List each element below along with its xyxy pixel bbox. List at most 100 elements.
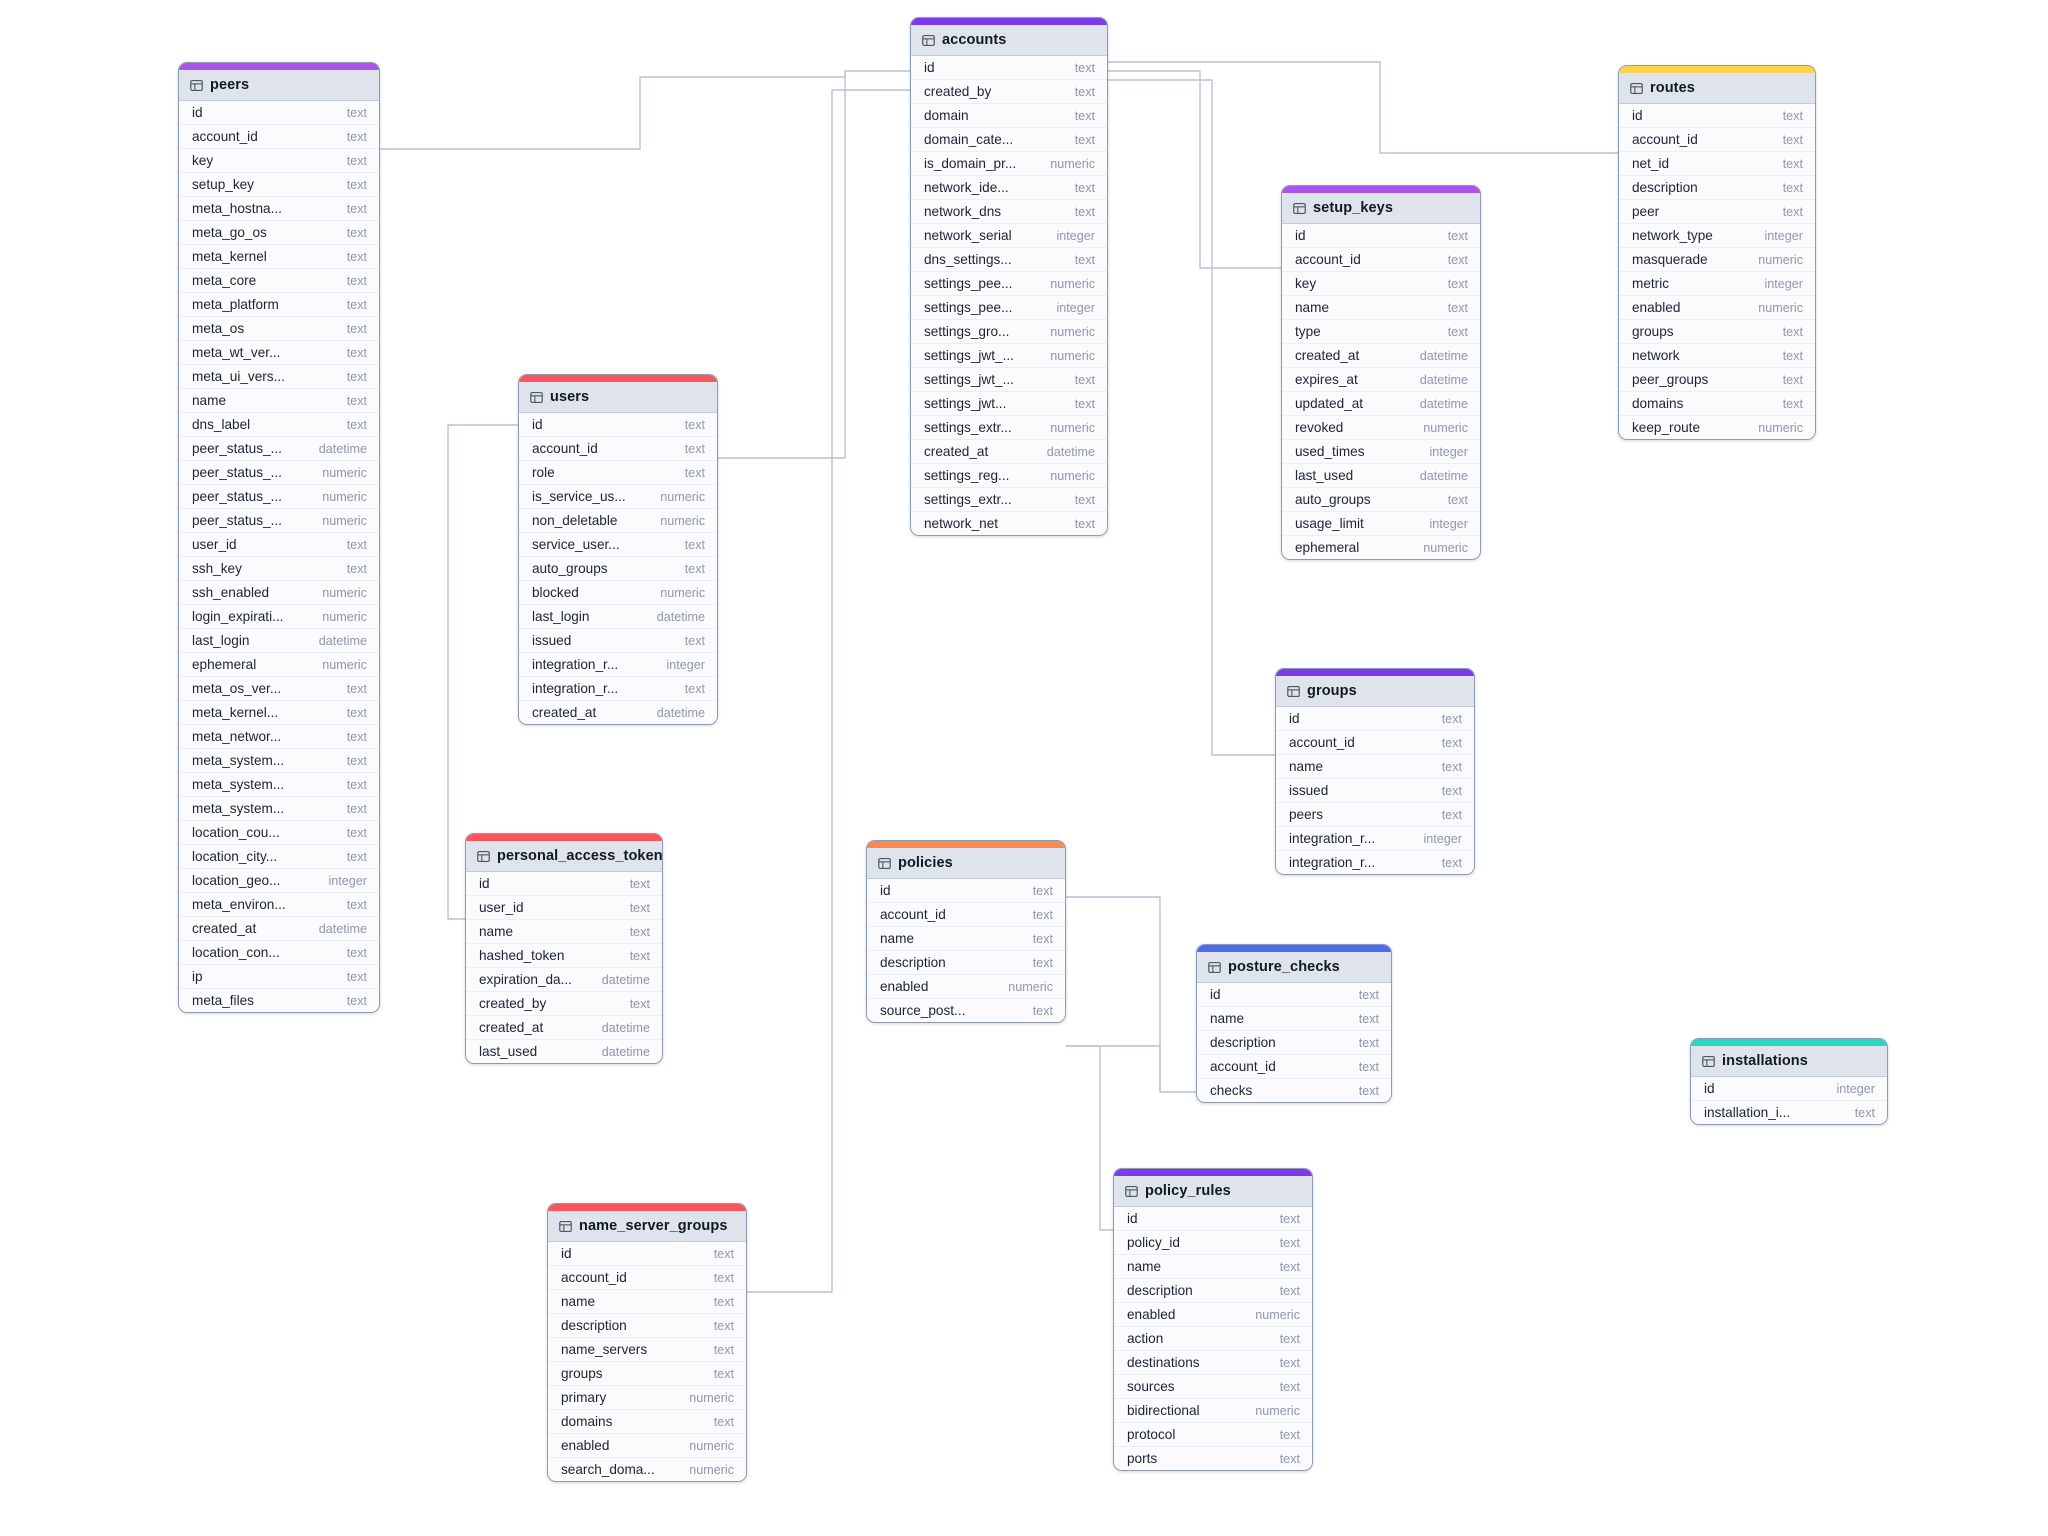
table-field-row[interactable]: source_post...text [867,999,1065,1022]
table-header-personal_access_tokens[interactable]: personal_access_tokens [466,841,662,872]
table-field-row[interactable]: integration_r...text [519,677,717,701]
table-field-row[interactable]: meta_hostna...text [179,197,379,221]
table-field-row[interactable]: settings_jwt_...numeric [911,344,1107,368]
table-field-row[interactable]: integration_r...text [1276,851,1474,874]
table-field-row[interactable]: settings_reg...numeric [911,464,1107,488]
table-field-row[interactable]: peer_status_...numeric [179,485,379,509]
table-field-row[interactable]: meta_wt_ver...text [179,341,379,365]
table-field-row[interactable]: settings_gro...numeric [911,320,1107,344]
table-field-row[interactable]: search_doma...numeric [548,1458,746,1481]
table-field-row[interactable]: meta_kernel...text [179,701,379,725]
table-field-row[interactable]: location_city...text [179,845,379,869]
table-header-policies[interactable]: policies [867,848,1065,879]
table-field-row[interactable]: meta_system...text [179,773,379,797]
table-field-row[interactable]: is_domain_pr...numeric [911,152,1107,176]
table-field-row[interactable]: dns_settings...text [911,248,1107,272]
table-header-groups[interactable]: groups [1276,676,1474,707]
table-field-row[interactable]: location_con...text [179,941,379,965]
table-header-setup_keys[interactable]: setup_keys [1282,193,1480,224]
table-field-row[interactable]: location_cou...text [179,821,379,845]
table-field-row[interactable]: peer_status_...datetime [179,437,379,461]
table-field-row[interactable]: expiration_da...datetime [466,968,662,992]
table-field-row[interactable]: meta_system...text [179,797,379,821]
table-field-row[interactable]: location_geo...integer [179,869,379,893]
table-header-peers[interactable]: peers [179,70,379,101]
table-field-row[interactable]: peer_status_...numeric [179,509,379,533]
table-header-routes[interactable]: routes [1619,73,1815,104]
table-field-row[interactable]: service_user...text [519,533,717,557]
table-field-row[interactable]: domain_cate...text [911,128,1107,152]
table-field-row[interactable]: is_service_us...numeric [519,485,717,509]
table-field-row[interactable]: meta_os_ver...text [179,677,379,701]
